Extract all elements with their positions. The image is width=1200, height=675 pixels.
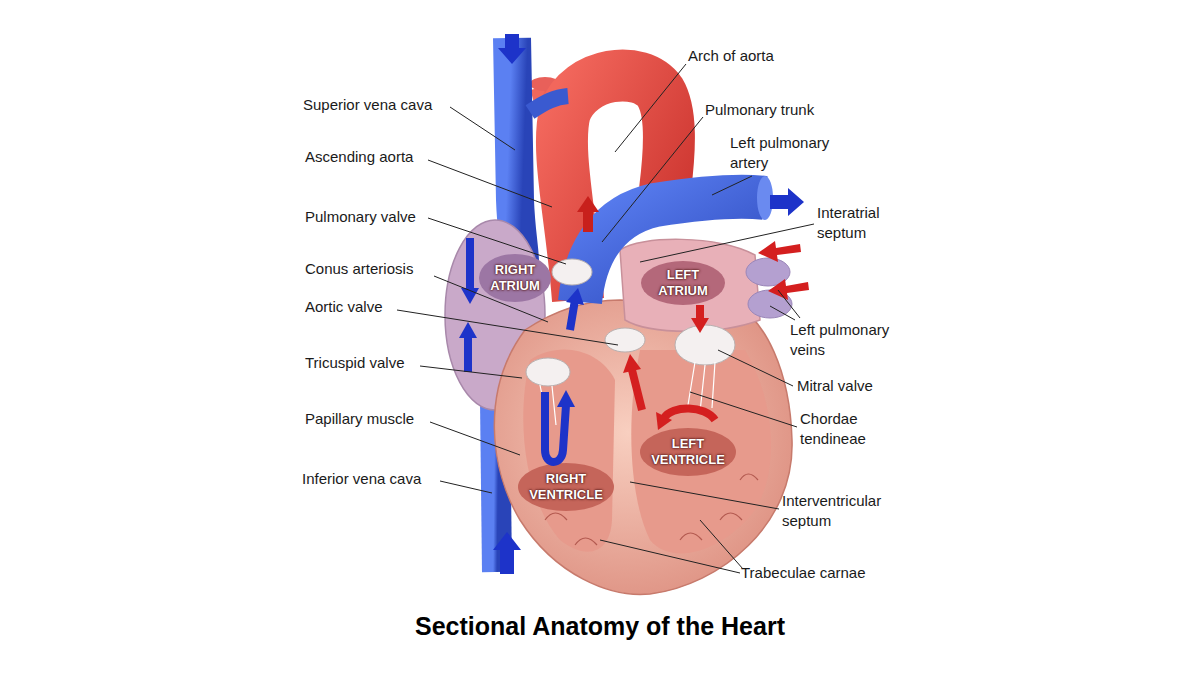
chordae-strands xyxy=(688,362,715,412)
leader-line xyxy=(778,290,800,318)
chamber-shade xyxy=(640,428,736,476)
part-label: Aortic valve xyxy=(305,297,383,317)
leader-line xyxy=(770,306,795,320)
leader-line xyxy=(430,422,520,455)
mitral-valve xyxy=(675,325,735,365)
part-label: Superior vena cava xyxy=(303,95,432,115)
part-label: Ascending aorta xyxy=(305,147,413,167)
chamber-label: LEFT VENTRICLE xyxy=(646,436,730,468)
leader-line xyxy=(428,160,552,207)
right-ventricle-cavity xyxy=(523,350,615,552)
chamber-shade xyxy=(479,254,551,302)
flow-arrow xyxy=(459,322,477,338)
flow-arrow xyxy=(577,196,599,232)
flow-arrow xyxy=(691,318,709,333)
chamber-shade xyxy=(641,261,725,305)
part-label: Interatrial septum xyxy=(817,203,909,243)
flow-arrow xyxy=(498,34,526,64)
part-label: Arch of aorta xyxy=(688,46,774,66)
leader-line xyxy=(397,310,618,345)
pulmonary-valve xyxy=(552,259,592,285)
part-label: Conus arteriosis xyxy=(305,259,413,279)
azygos-vein xyxy=(530,96,568,112)
flow-arrow xyxy=(557,390,575,407)
flow-arrow xyxy=(493,532,521,574)
flow-arrow xyxy=(623,354,641,373)
chamber-label: LEFT ATRIUM xyxy=(651,267,715,299)
pulmonary-trunk xyxy=(580,197,765,302)
left-ventricle-cavity xyxy=(631,350,771,553)
part-label: Pulmonary valve xyxy=(305,207,416,227)
part-label: Inferior vena cava xyxy=(302,469,421,489)
leader-line xyxy=(600,540,740,573)
leader-line xyxy=(718,350,793,386)
leader-line xyxy=(700,520,743,569)
leader-line xyxy=(420,366,522,378)
heart-wall xyxy=(494,300,792,594)
flow-arrow xyxy=(632,370,642,410)
part-label: Left pulmonary veins xyxy=(790,320,902,360)
left-atrium xyxy=(620,239,760,331)
chamber-label: RIGHT ATRIUM xyxy=(483,262,547,294)
part-label: Mitral valve xyxy=(797,376,873,396)
leader-line xyxy=(630,482,779,509)
part-label: Pulmonary trunk xyxy=(705,100,814,120)
leader-line xyxy=(440,481,492,493)
leader-line xyxy=(615,64,686,152)
tricuspid-valve xyxy=(526,358,570,386)
flow-arrow xyxy=(768,279,809,300)
leader-line xyxy=(450,107,515,150)
flow-arrow xyxy=(464,336,472,372)
flow-arrow xyxy=(770,188,804,216)
part-label: Papillary muscle xyxy=(305,409,414,429)
flow-arrow xyxy=(466,238,474,290)
leader-line xyxy=(602,117,703,242)
diagram-title: Sectional Anatomy of the Heart xyxy=(0,610,1200,642)
part-label: Tricuspid valve xyxy=(305,353,404,373)
flow-arrow xyxy=(664,408,715,420)
flow-arrow xyxy=(696,305,704,320)
part-label: Chordae tendineae xyxy=(800,409,882,449)
flow-arrow xyxy=(656,412,672,430)
chamber-shade xyxy=(518,463,614,511)
part-label: Left pulmonary artery xyxy=(730,133,842,173)
leader-line xyxy=(640,224,814,262)
part-label: Interventricular septum xyxy=(782,491,904,531)
leader-line xyxy=(690,392,797,427)
flow-arrow xyxy=(758,241,801,262)
flow-arrow xyxy=(570,300,575,330)
leader-line xyxy=(428,218,566,264)
flow-arrow xyxy=(566,288,584,305)
aortic-valve xyxy=(605,328,645,352)
chamber-label: RIGHT VENTRICLE xyxy=(524,471,608,503)
leader-line xyxy=(712,176,752,195)
part-label: Trabeculae carnae xyxy=(741,563,866,583)
